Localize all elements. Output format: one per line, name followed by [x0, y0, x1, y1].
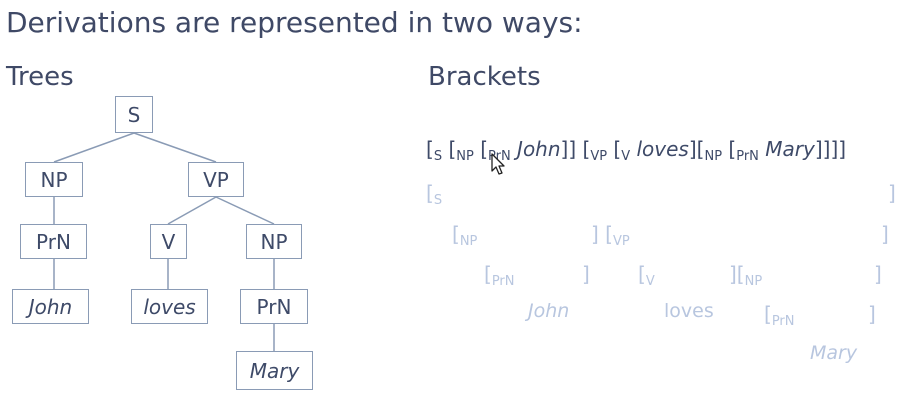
tree-leaf-loves: loves: [131, 289, 208, 324]
tree-node-s: S: [115, 96, 153, 133]
faded-v-open: [V: [638, 262, 655, 289]
bracket-notation-full: [S [NP [PrN John]] [VP [V loves][NP [PrN…: [426, 137, 847, 164]
faded-np-close-vp-open: ] [VP: [591, 222, 630, 249]
edge-vp-np: [215, 196, 275, 225]
faded-prn-close-object: ]: [868, 302, 876, 326]
tree-leaf-john: John: [12, 289, 89, 324]
faded-prn-open: [PrN: [484, 262, 515, 289]
tree-node-np: NP: [25, 162, 83, 197]
faded-prn-open-object: [PrN: [764, 302, 795, 329]
tree-node-prn: PrN: [20, 224, 87, 259]
tree-node-vp: VP: [188, 162, 244, 197]
faded-np-close: ]: [874, 262, 882, 286]
faded-word-john: John: [528, 300, 570, 322]
faded-v-close-np-open: ][NP: [729, 262, 763, 289]
edge-vp-v: [167, 196, 217, 225]
faded-prn-close: ]: [582, 262, 590, 286]
tree-node-v: V: [150, 224, 187, 259]
tree-leaf-mary: Mary: [236, 351, 313, 390]
faded-np-open: [NP: [452, 222, 478, 249]
tree-connectors: [53, 132, 275, 351]
edge-s-np: [53, 132, 135, 163]
brackets-heading: Brackets: [428, 62, 541, 92]
tree-node-prn-object: PrN: [240, 289, 308, 324]
faded-s-close: ]: [888, 181, 896, 205]
mouse-cursor-icon: [491, 153, 505, 175]
trees-heading: Trees: [6, 62, 74, 92]
slide-title: Derivations are represented in two ways:: [6, 6, 583, 39]
faded-word-loves: loves: [664, 300, 714, 322]
faded-vp-close: ]: [881, 222, 889, 246]
edge-s-vp: [133, 132, 217, 163]
tree-node-np-object: NP: [246, 224, 302, 259]
faded-s-open: [S: [426, 181, 443, 208]
faded-word-mary: Mary: [810, 342, 858, 364]
